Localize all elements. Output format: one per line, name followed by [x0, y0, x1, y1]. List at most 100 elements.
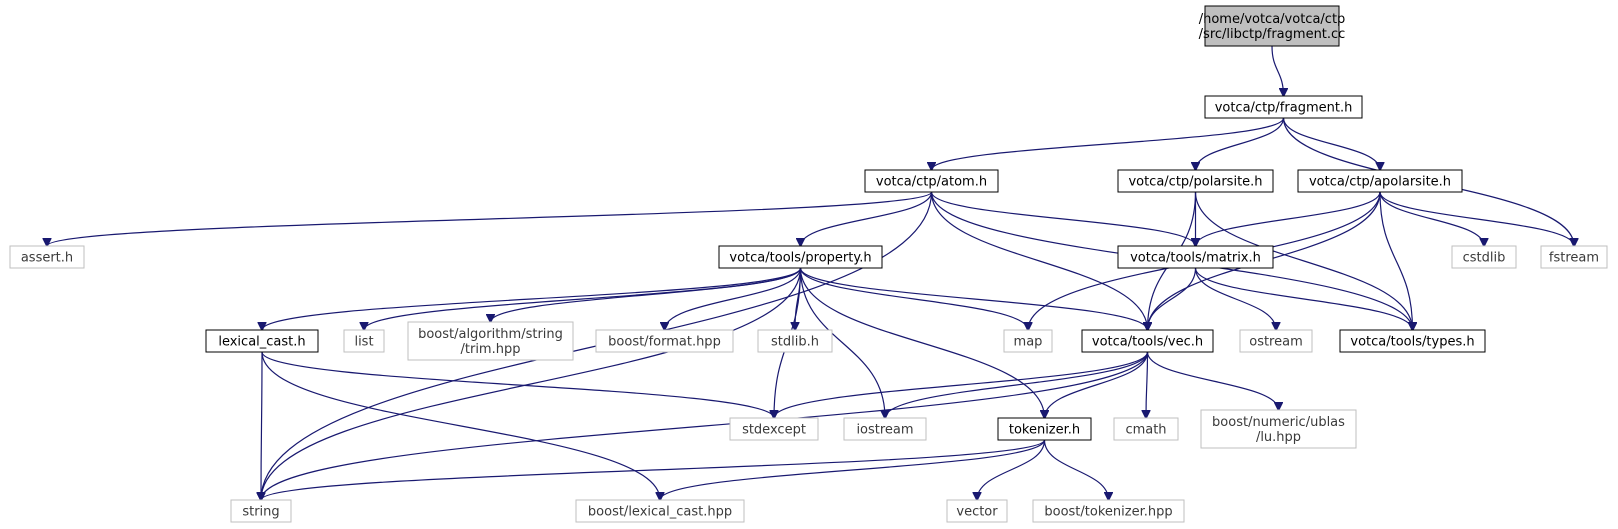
node-box: [843, 417, 927, 441]
node-label: /lu.hpp: [1256, 430, 1301, 445]
node-box: [864, 169, 999, 193]
node-assert: assert.h: [9, 245, 85, 269]
node-label: tokenizer.h: [1009, 423, 1080, 438]
node-matrix[interactable]: votca/tools/matrix.h: [1117, 245, 1274, 269]
edge-fragment-to-polarsite: [1196, 117, 1285, 170]
node-box: [1032, 499, 1185, 523]
node-box: [230, 499, 292, 523]
node-label: map: [1014, 335, 1043, 350]
edge-property-to-vec: [799, 267, 1148, 330]
edge-fragment-to-apolarsite: [1282, 117, 1381, 170]
node-label: votca/tools/types.h: [1350, 335, 1474, 350]
node-stdexcept: stdexcept: [729, 417, 819, 441]
edge-atom-to-assert: [47, 191, 933, 246]
edge-tokenizer_h-to-boost_tokenizer: [1043, 439, 1109, 500]
node-stdlib: stdlib.h: [757, 329, 833, 353]
node-label: votca/ctp/apolarsite.h: [1309, 175, 1451, 190]
node-label: votca/tools/vec.h: [1092, 335, 1203, 350]
node-label: boost/lexical_cast.hpp: [588, 505, 732, 520]
edge-lexical_cast-to-boost_lexical: [261, 351, 660, 500]
edge-vec-to-tokenizer_h: [1045, 351, 1149, 418]
node-box: [997, 417, 1092, 441]
edge-property-to-tokenizer_h: [799, 267, 1045, 418]
edge-matrix-to-vec: [1148, 267, 1197, 330]
node-map: map: [1003, 329, 1053, 353]
node-label: string: [242, 505, 279, 520]
node-box: [1117, 245, 1274, 269]
edge-vec-to-string: [261, 351, 1149, 500]
node-cmath: cmath: [1113, 417, 1179, 441]
node-label: votca/tools/property.h: [729, 251, 871, 266]
node-box: [1113, 417, 1179, 441]
node-tokenizer-h[interactable]: tokenizer.h: [997, 417, 1092, 441]
edge-matrix-to-types: [1194, 267, 1413, 330]
node-box: [1200, 409, 1357, 449]
node-box: [1117, 169, 1274, 193]
node-box: [757, 329, 833, 353]
edge-fragment-to-atom: [932, 117, 1285, 170]
node-box: [1204, 5, 1340, 47]
node-lexical-cast[interactable]: lexical_cast.h: [205, 329, 319, 353]
node-box: [1081, 329, 1214, 353]
edge-atom-to-property: [801, 191, 933, 246]
node-ostream: ostream: [1239, 329, 1313, 353]
node-label: fstream: [1549, 251, 1599, 266]
node-label: ostream: [1249, 335, 1303, 350]
node-box: [729, 417, 819, 441]
node-box: [205, 329, 319, 353]
node-list: list: [343, 329, 385, 353]
edge-property-to-format: [665, 267, 802, 330]
edge-vec-to-cmath: [1146, 351, 1148, 418]
node-label: votca/ctp/fragment.h: [1215, 101, 1353, 116]
node-polarsite[interactable]: votca/ctp/polarsite.h: [1117, 169, 1274, 193]
edge-lexical_cast-to-stdexcept: [261, 351, 774, 418]
edge-vec-to-iostream: [885, 351, 1149, 418]
edge-property-to-string: [261, 267, 802, 500]
node-box: [1003, 329, 1053, 353]
node-box: [407, 321, 574, 361]
node-label: stdexcept: [742, 423, 806, 438]
edge-vec-to-stdexcept: [774, 351, 1149, 418]
edge-property-to-map: [799, 267, 1029, 330]
node-boost-tokenizer: boost/tokenizer.hpp: [1032, 499, 1185, 523]
node-label: boost/tokenizer.hpp: [1044, 505, 1172, 520]
node-label: assert.h: [21, 251, 73, 266]
edge-matrix-to-ostream: [1194, 267, 1277, 330]
node-format: boost/format.hpp: [595, 329, 734, 353]
edge-polarsite-to-types: [1194, 191, 1413, 330]
node-box: [9, 245, 85, 269]
node-fragment[interactable]: votca/ctp/fragment.h: [1204, 95, 1363, 119]
edge-tokenizer_h-to-string: [261, 439, 1046, 500]
edge-property-to-trim: [491, 267, 802, 322]
node-types[interactable]: votca/tools/types.h: [1339, 329, 1486, 353]
node-trim: boost/algorithm/string/trim.hpp: [407, 321, 574, 361]
node-vec[interactable]: votca/tools/vec.h: [1081, 329, 1214, 353]
node-label: cmath: [1125, 423, 1166, 438]
node-root[interactable]: /home/votca/votca/ctp/src/libctp/fragmen…: [1199, 5, 1346, 47]
node-label: votca/ctp/polarsite.h: [1128, 175, 1262, 190]
node-label: vector: [956, 505, 998, 520]
edge-apolarsite-to-fstream: [1379, 191, 1574, 246]
node-label: /home/votca/votca/ctp: [1199, 12, 1346, 27]
edge-tokenizer_h-to-boost_lexical: [660, 439, 1046, 500]
node-label: boost/numeric/ublas: [1212, 415, 1345, 430]
node-apolarsite[interactable]: votca/ctp/apolarsite.h: [1297, 169, 1463, 193]
node-box: [343, 329, 385, 353]
node-atom[interactable]: votca/ctp/atom.h: [864, 169, 999, 193]
node-box: [1239, 329, 1313, 353]
node-label: boost/format.hpp: [608, 335, 721, 350]
node-label: /trim.hpp: [461, 342, 521, 357]
node-box: [1339, 329, 1486, 353]
nodes-layer: /home/votca/votca/ctp/src/libctp/fragmen…: [9, 5, 1608, 523]
node-box: [1451, 245, 1517, 269]
node-label: stdlib.h: [771, 335, 819, 350]
node-property[interactable]: votca/tools/property.h: [718, 245, 883, 269]
node-label: list: [354, 335, 373, 350]
node-label: lexical_cast.h: [218, 335, 305, 350]
edge-vec-to-lu: [1146, 351, 1279, 410]
edge-root-to-fragment: [1271, 45, 1284, 96]
node-label: cstdlib: [1463, 251, 1506, 266]
node-box: [946, 499, 1008, 523]
node-boost-lexical: boost/lexical_cast.hpp: [575, 499, 745, 523]
